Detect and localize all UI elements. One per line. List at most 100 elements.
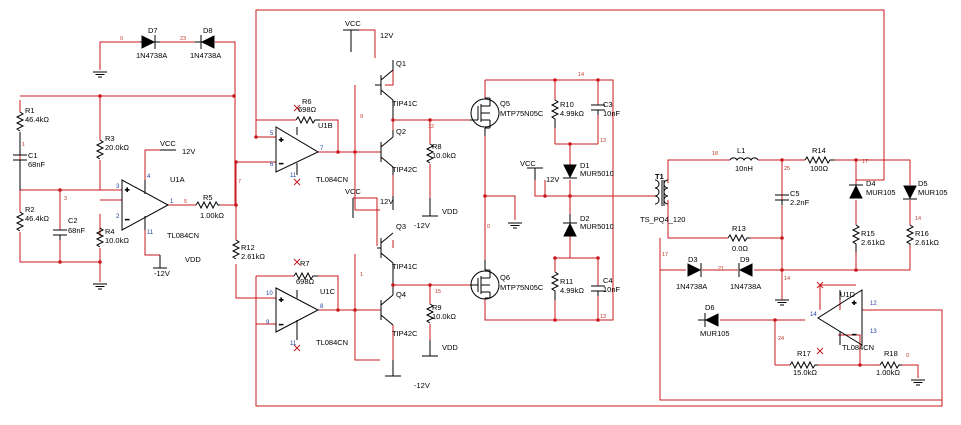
value-q4: TIP42C <box>392 329 418 338</box>
label-r2: R2 <box>25 205 35 214</box>
value-c4: 10nF <box>603 285 621 294</box>
value-c5: 2.2nF <box>790 198 810 207</box>
label-u1c: U1C <box>320 287 336 296</box>
svg-text:10: 10 <box>266 291 273 297</box>
label-c3: C3 <box>603 100 613 109</box>
vdd-label: VDD <box>442 343 458 352</box>
svg-text:9: 9 <box>266 320 270 326</box>
value-r12: 2.61kΩ <box>241 252 265 261</box>
value-r10: 4.99kΩ <box>560 109 584 118</box>
label-l1: L1 <box>737 146 745 155</box>
net-label: 14 <box>578 72 584 78</box>
svg-text:−: − <box>279 159 284 168</box>
svg-text:2: 2 <box>116 214 120 220</box>
value-d9: 1N4738A <box>730 282 761 291</box>
label-u1b: U1B <box>318 121 333 130</box>
svg-text:14: 14 <box>810 312 817 318</box>
value-r6: 698Ω <box>298 105 317 114</box>
vdd-label: VDD <box>185 255 201 264</box>
label-r3: R3 <box>105 134 115 143</box>
diodes <box>140 35 917 327</box>
label-r12: R12 <box>241 243 255 252</box>
vdd-label: VDD <box>442 207 458 216</box>
value-q6: MTP75N05C <box>500 283 544 292</box>
svg-text:7: 7 <box>320 146 324 152</box>
value-r9: 10.0kΩ <box>432 312 456 321</box>
transformer-inductor <box>654 157 759 206</box>
value-r14: 100Ω <box>810 164 829 173</box>
net-label: 17 <box>662 252 668 258</box>
value-u1d: TL084CN <box>842 343 874 352</box>
label-d4: D4 <box>866 179 876 188</box>
value-q5: MTP75N05C <box>500 109 544 118</box>
label-q3: Q3 <box>396 222 406 231</box>
net-label: 0 <box>906 353 909 359</box>
svg-text:+: + <box>125 185 130 194</box>
value-d6: MUR105 <box>700 329 730 338</box>
m12-label: -12V <box>414 221 430 230</box>
value-q3: TIP41C <box>392 262 418 271</box>
svg-text:11: 11 <box>290 341 297 347</box>
label-r18: R18 <box>884 349 898 358</box>
label-r4: R4 <box>105 227 115 236</box>
wires <box>19 9 943 407</box>
value-u1b: TL084CN <box>316 175 348 184</box>
label-q2: Q2 <box>396 127 406 136</box>
value-r2: 46.4kΩ <box>25 214 49 223</box>
net-label: 0 <box>120 36 123 42</box>
value-d5: MUR105 <box>918 188 948 197</box>
value-r11: 4.99kΩ <box>560 286 584 295</box>
power-labels: VCC 12V -12V VDD VCC 12V VDD -12V VCC 12… <box>154 19 559 390</box>
net-label: 12 <box>428 124 434 130</box>
label-r9: R9 <box>432 303 442 312</box>
value-d4: MUR105 <box>866 188 896 197</box>
value-r4: 10.0kΩ <box>105 236 129 245</box>
label-t1: T1 <box>655 172 664 181</box>
value-u1c: TL084CN <box>316 338 348 347</box>
value-r15: 2.61kΩ <box>861 238 885 247</box>
net-label: 1 <box>360 272 363 278</box>
svg-text:1: 1 <box>170 199 174 205</box>
svg-text:−: − <box>852 330 857 339</box>
value-c3: 10nF <box>603 109 621 118</box>
p12-label: 12V <box>546 175 559 184</box>
net-label: 0 <box>487 224 490 230</box>
resistors <box>15 99 915 370</box>
value-d3: 1N4738A <box>676 282 707 291</box>
svg-text:4: 4 <box>147 174 151 180</box>
label-r16: R16 <box>915 229 929 238</box>
label-q6: Q6 <box>500 273 510 282</box>
label-d5: D5 <box>918 179 928 188</box>
m12-label: -12V <box>414 381 430 390</box>
vcc-label: VCC <box>520 159 536 168</box>
label-d7: D7 <box>148 26 158 35</box>
net-label: 14 <box>915 216 921 222</box>
value-r3: 20.0kΩ <box>105 143 129 152</box>
svg-text:8: 8 <box>320 304 324 310</box>
value-c2: 68nF <box>68 226 86 235</box>
m12-label: -12V <box>154 269 170 278</box>
label-d9: D9 <box>740 255 750 264</box>
ground-symbols <box>92 71 926 386</box>
net-label: 24 <box>778 336 784 342</box>
net-label: 21 <box>718 266 724 272</box>
component-labels: R1 46.4kΩ R2 46.4kΩ R3 20.0kΩ R4 10.0kΩ … <box>25 26 948 377</box>
value-r18: 1.00kΩ <box>876 368 900 377</box>
net-label: 13 <box>600 138 606 144</box>
value-t1: TS_PQ4_120 <box>640 215 685 224</box>
capacitors <box>13 104 789 296</box>
label-r7: R7 <box>300 259 310 268</box>
label-c2: C2 <box>68 216 78 225</box>
svg-text:12: 12 <box>870 301 877 307</box>
net-label: 3 <box>64 196 67 202</box>
label-r13: R13 <box>732 224 746 233</box>
svg-text:+: + <box>279 295 284 304</box>
svg-text:11: 11 <box>290 173 297 179</box>
label-q1: Q1 <box>396 59 406 68</box>
svg-text:13: 13 <box>870 329 877 335</box>
p12-label: 12V <box>380 197 393 206</box>
vcc-label: VCC <box>160 139 176 148</box>
value-l1: 10nH <box>735 164 753 173</box>
